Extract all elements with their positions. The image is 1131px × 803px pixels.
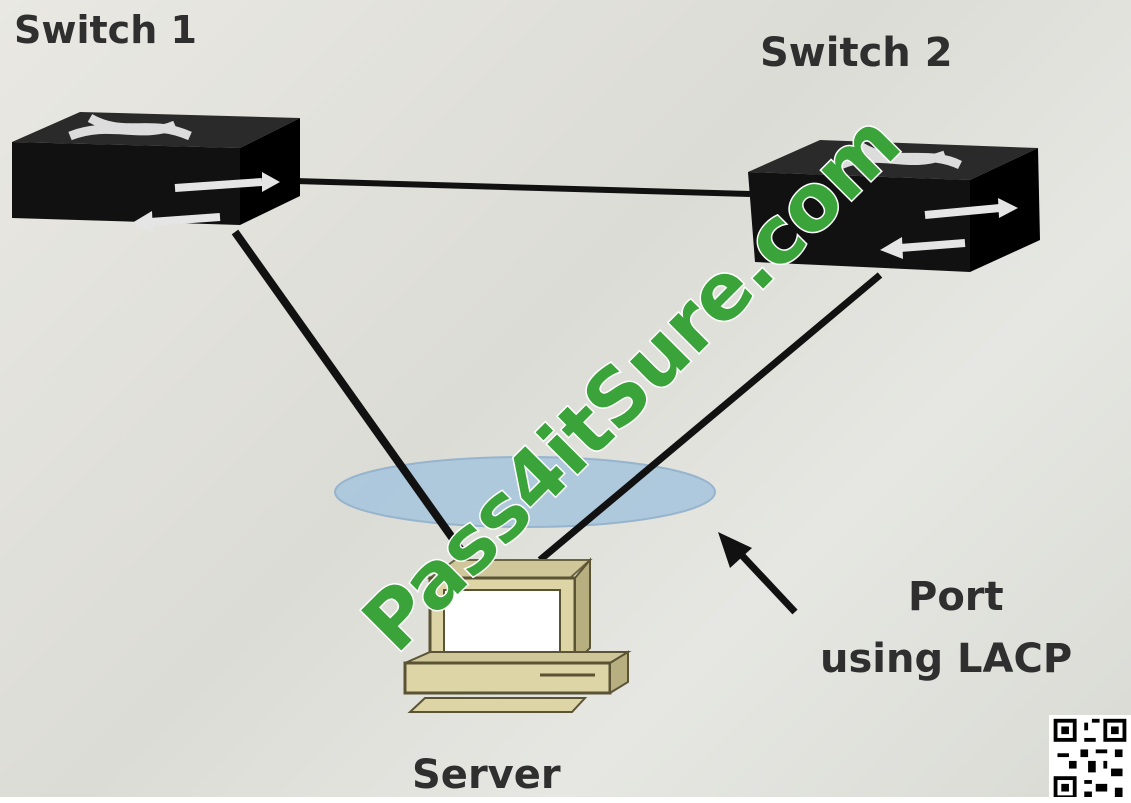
switch1-label: Switch 1 (14, 8, 197, 52)
bottom-border (0, 797, 1131, 803)
server-icon (403, 557, 632, 713)
lacp-pointer-arrow (718, 532, 798, 615)
server-label: Server (412, 752, 561, 798)
qr-code-icon (1049, 715, 1131, 803)
link-switch2-server (537, 272, 883, 563)
switch1-icon (12, 112, 300, 233)
annotation-line2: using LACP (820, 636, 1073, 682)
annotation-line1: Port (908, 574, 1004, 620)
switch2-label: Switch 2 (760, 30, 953, 76)
switch2-icon (748, 140, 1040, 272)
link-switch1-switch2 (294, 178, 751, 197)
link-switch1-server (231, 229, 472, 563)
